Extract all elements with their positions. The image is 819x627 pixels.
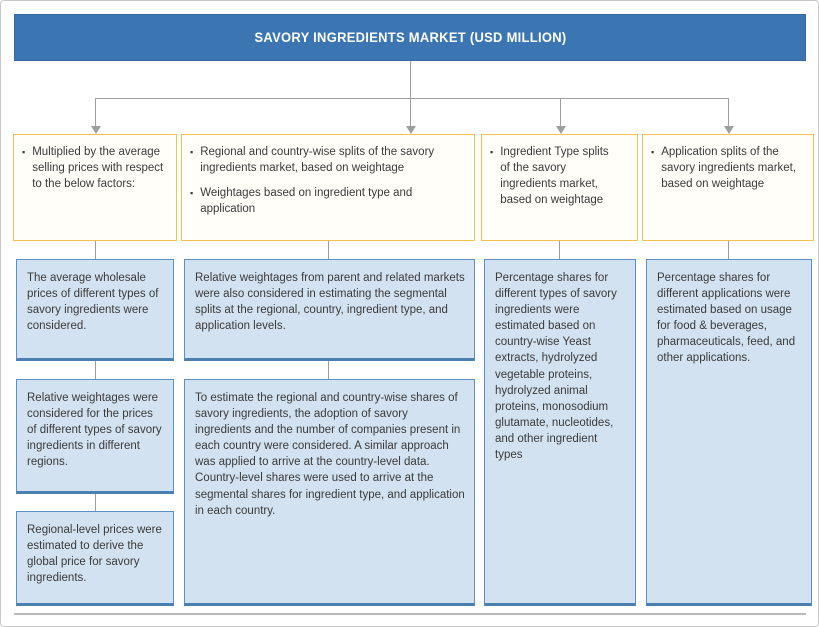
bullet-text: Application splits of the savory ingredi… — [661, 146, 797, 190]
bullet-icon: ▪ — [651, 147, 655, 157]
arrow-down-icon — [724, 126, 734, 134]
bullet-icon: ▪ — [190, 147, 194, 157]
method-text: Percentage shares for different types of… — [495, 272, 617, 462]
blue-method-box: Regional-level prices were estimated to … — [16, 511, 174, 606]
blue-method-box: Percentage shares for different applicat… — [646, 259, 812, 606]
header-bar: SAVORY INGREDIENTS MARKET (USD MILLION) — [14, 14, 806, 61]
connector-line — [410, 98, 411, 127]
connector-line — [328, 241, 329, 259]
bullet-icon: ▪ — [190, 187, 194, 198]
connector-line — [95, 241, 96, 259]
page-title: SAVORY INGREDIENTS MARKET (USD MILLION) — [254, 30, 566, 45]
method-text: To estimate the regional and country-wis… — [195, 392, 465, 517]
method-text: Regional-level prices were estimated to … — [27, 524, 162, 585]
bullet-item: ▪ Weightages based on ingredient type an… — [190, 186, 468, 218]
yellow-note-box: ▪ Regional and country-wise splits of th… — [181, 134, 475, 241]
connector-line — [728, 98, 729, 127]
connector-line — [95, 98, 729, 99]
connector-line — [95, 98, 96, 127]
bottom-rule — [14, 613, 806, 615]
bullet-item: ▪ Regional and country-wise splits of th… — [190, 145, 468, 177]
connector-line — [95, 494, 96, 511]
bullet-item: ▪ Multiplied by the average selling pric… — [22, 145, 170, 193]
yellow-note-box: ▪ Multiplied by the average selling pric… — [13, 134, 177, 241]
bullet-icon: ▪ — [490, 147, 494, 157]
method-text: Relative weightages from parent and rela… — [195, 272, 465, 333]
connector-line — [410, 61, 411, 98]
connector-line — [728, 241, 729, 259]
blue-method-box: Relative weightages were considered for … — [16, 379, 174, 494]
arrow-down-icon — [91, 126, 101, 134]
arrow-down-icon — [556, 126, 566, 134]
bullet-item: ▪ Application splits of the savory ingre… — [651, 145, 807, 193]
method-text: Percentage shares for different applicat… — [657, 272, 796, 365]
bullet-text: Multiplied by the average selling prices… — [32, 146, 164, 190]
yellow-note-box: ▪ Application splits of the savory ingre… — [642, 134, 814, 241]
bullet-text: Ingredient Type splits of the savory ing… — [500, 146, 609, 206]
connector-line — [328, 361, 329, 379]
bullet-icon: ▪ — [22, 147, 26, 157]
method-text: Relative weightages were considered for … — [27, 392, 162, 469]
blue-method-box: Relative weightages from parent and rela… — [184, 259, 475, 361]
method-text: The average wholesale prices of differen… — [27, 272, 159, 333]
blue-method-box: The average wholesale prices of differen… — [16, 259, 174, 361]
blue-method-box: Percentage shares for different types of… — [484, 259, 636, 606]
bullet-text: Regional and country-wise splits of the … — [200, 146, 435, 174]
bullet-item: ▪ Ingredient Type splits of the savory i… — [490, 145, 631, 208]
connector-line — [560, 98, 561, 127]
bullet-text: Weightages based on ingredient type and … — [200, 186, 413, 215]
yellow-note-box: ▪ Ingredient Type splits of the savory i… — [481, 134, 638, 241]
connector-line — [559, 241, 560, 259]
connector-line — [95, 361, 96, 379]
blue-method-box: To estimate the regional and country-wis… — [184, 379, 475, 606]
arrow-down-icon — [406, 126, 416, 134]
